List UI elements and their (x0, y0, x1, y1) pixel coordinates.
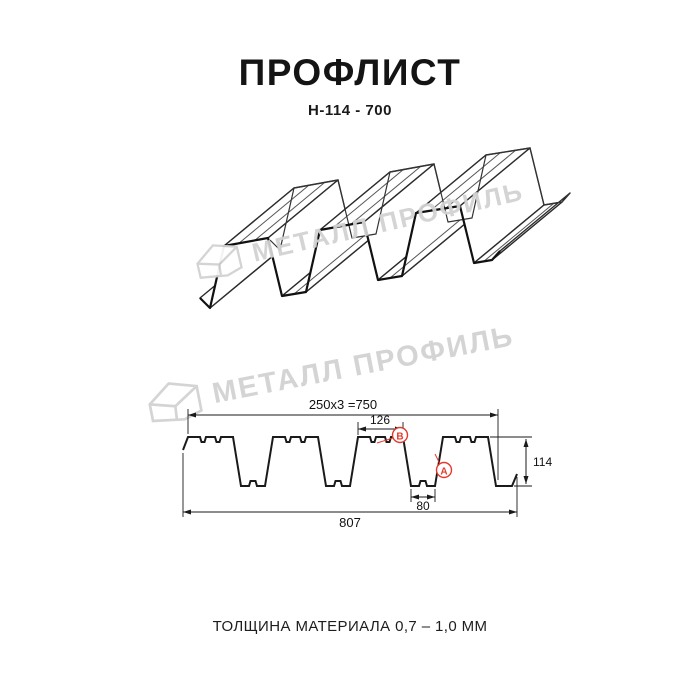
dimension-height: 114 (490, 436, 552, 487)
product-code: Н-114 - 700 (308, 102, 392, 119)
dim-valley-width-value: 80 (416, 499, 430, 513)
dim-overall-width-value: 807 (339, 515, 361, 530)
metall-profil-logo-icon (148, 382, 203, 423)
dimension-valley-width: 80 (410, 489, 436, 513)
cross-section-profile-line (182, 436, 518, 487)
material-thickness-note: ТОЛЩИНА МАТЕРИАЛА 0,7 – 1,0 ММ (212, 618, 488, 635)
profile-cross-section: 250x3 =750 126 80 807 114 (182, 397, 552, 530)
dim-height-value: 114 (533, 455, 552, 469)
sheet-front-cut-edge (199, 204, 501, 310)
dimension-working-width: 250x3 =750 (187, 397, 499, 480)
marker-b: В (376, 426, 409, 444)
profile-3d-drawing (199, 147, 571, 310)
dimension-crest-width: 126 (357, 413, 404, 435)
marker-b-letter: В (396, 432, 403, 443)
marker-a-letter: А (440, 467, 447, 478)
metall-profil-logo-icon (196, 244, 243, 279)
watermark-upper: МЕТАЛЛ ПРОФИЛЬ (192, 171, 528, 286)
marker-a: А (434, 453, 453, 479)
dimension-overall-width: 807 (182, 453, 518, 530)
sheet-back-edge (269, 147, 571, 251)
dim-crest-width-value: 126 (370, 413, 390, 427)
sheet-faces (199, 147, 571, 309)
dim-working-width-value: 250x3 =750 (309, 397, 377, 412)
page-title: ПРОФЛИСТ (238, 52, 462, 93)
watermark-lower: МЕТАЛЛ ПРОФИЛЬ (144, 313, 519, 429)
